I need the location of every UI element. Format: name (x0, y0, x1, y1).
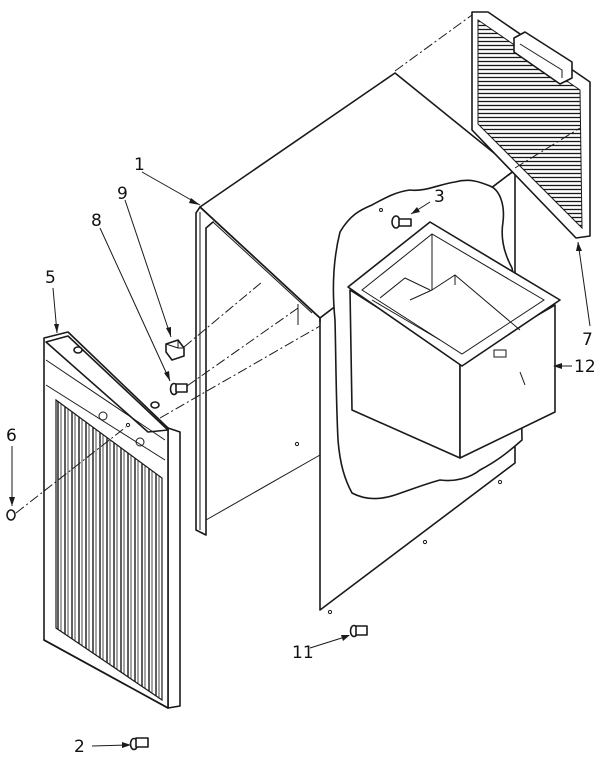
label-part-5: 5 (45, 268, 56, 288)
label-part-3: 3 (434, 187, 445, 207)
leader-lines (9, 171, 591, 748)
label-part-6: 6 (6, 426, 17, 446)
part-8-screw (169, 382, 188, 396)
part-11-screw (349, 624, 368, 638)
front-grille (43, 331, 181, 709)
label-part-8: 8 (91, 211, 102, 231)
label-part-9: 9 (117, 184, 128, 204)
air-filter (471, 11, 591, 239)
part-2-screw (129, 737, 149, 751)
part-9-clip (165, 339, 185, 361)
alignment-lines (15, 14, 581, 514)
part-3-screw (379, 208, 412, 229)
label-part-2: 2 (74, 737, 85, 757)
drain-pan (347, 221, 561, 459)
part-6-plug (6, 509, 16, 521)
label-part-12: 12 (574, 357, 596, 377)
label-part-1: 1 (134, 155, 145, 175)
label-part-11: 11 (292, 643, 314, 663)
label-part-7: 7 (582, 330, 593, 350)
